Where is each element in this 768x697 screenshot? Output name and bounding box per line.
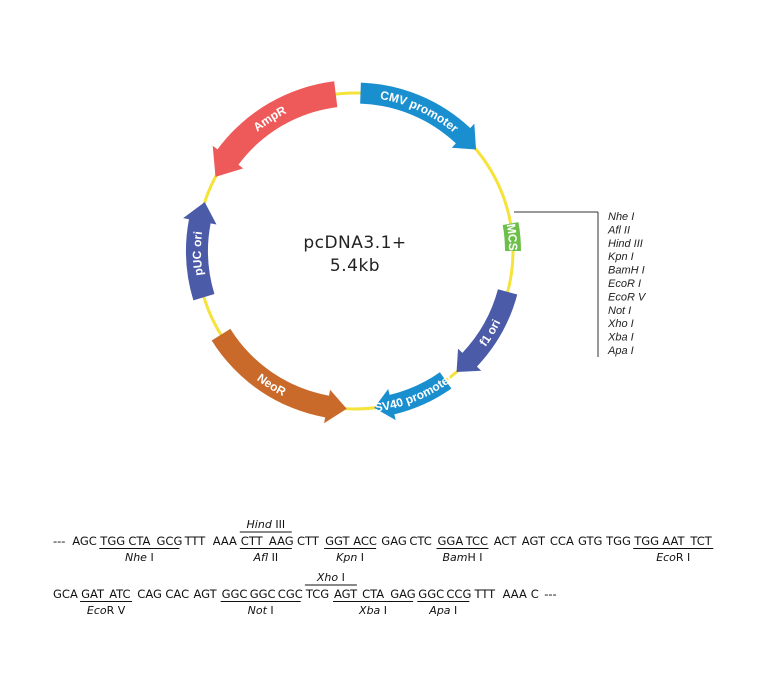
codon: ATC	[109, 587, 130, 601]
codon: GAG	[381, 534, 407, 548]
codon: GCA	[53, 587, 78, 601]
codon: CCG	[446, 587, 471, 601]
codon: CCA	[550, 534, 574, 548]
site-label-ecor-v: EcoR V	[87, 604, 126, 617]
codon: GGC	[222, 587, 248, 601]
feature-f1-arrow	[456, 289, 518, 373]
site-label-ecor-i: EcoR I	[656, 551, 690, 564]
codon: ACC	[353, 534, 377, 548]
feature-mcs-arrow	[502, 222, 522, 251]
codon: AAT	[662, 534, 685, 548]
codon: GGC	[418, 587, 444, 601]
codon: AGT	[334, 587, 358, 601]
mcs-site-bamh-i: BamH I	[608, 265, 645, 277]
codon: AAA	[213, 534, 237, 548]
feature-ampr-arrow	[212, 81, 338, 177]
feature-puc-arrow	[183, 202, 217, 301]
codon: GAT	[81, 587, 105, 601]
codon: CTC	[409, 534, 431, 548]
mcs-site-xba-i: Xba I	[607, 332, 634, 344]
codon: TTT	[184, 534, 207, 548]
codon: AAG	[269, 534, 294, 548]
site-label-not-i: Not I	[248, 604, 274, 617]
codon: TTT	[474, 587, 497, 601]
site-label-kpn-i: Kpn I	[336, 551, 364, 564]
site-label-xba-i: Xba I	[358, 604, 387, 617]
codon: CTA	[128, 534, 150, 548]
codon: ACT	[494, 534, 518, 548]
mcs-site-nhe-i: Nhe I	[608, 211, 634, 223]
codon: GAG	[390, 587, 416, 601]
codon: CTT	[297, 534, 320, 548]
codon: TGG	[99, 534, 125, 548]
mcs-site-kpn-i: Kpn I	[608, 251, 634, 263]
codon: AGC	[72, 534, 97, 548]
mcs-site-ecor-i: EcoR I	[608, 278, 641, 290]
site-label-afl-ii: Afl II	[252, 551, 278, 564]
codon: CGC	[278, 587, 303, 601]
codon: TGG	[633, 534, 659, 548]
codon: TCT	[689, 534, 712, 548]
mcs-site-ecor-v: EcoR V	[608, 291, 647, 303]
feature-cmv-arrow	[360, 82, 477, 150]
mcs-site-apa-i: Apa I	[607, 345, 634, 357]
codon: TCC	[465, 534, 488, 548]
mcs-site-xho-i: Xho I	[607, 318, 634, 330]
codon: CTA	[362, 587, 384, 601]
site-label-nhe-i: Nhe I	[125, 551, 154, 564]
codon: AAA	[503, 587, 527, 601]
mcs-site-not-i: Not I	[608, 305, 631, 317]
codon: GCG	[157, 534, 183, 548]
codon: AGT	[194, 587, 218, 601]
site-label-xho-i: Xho I	[316, 571, 345, 584]
mcs-site-afl-ii: Afl II	[607, 224, 630, 236]
codon: GGA	[438, 534, 464, 548]
codon: AGT	[522, 534, 546, 548]
plasmid-name: pcDNA3.1+	[303, 233, 406, 253]
codon: CTT	[241, 534, 264, 548]
codon: CAC	[165, 587, 189, 601]
site-label-bamh-i: BamH I	[442, 551, 482, 564]
plasmid-size: 5.4kb	[330, 256, 380, 276]
codon: TGG	[605, 534, 631, 548]
codon: ---	[544, 587, 556, 601]
feature-mcs-label: MCS	[504, 223, 520, 251]
feature-sv40-arrow	[374, 372, 452, 421]
feature-neor-arrow	[211, 328, 347, 424]
codon: ---	[53, 534, 65, 548]
site-label-hind-iii: Hind III	[247, 518, 286, 531]
mcs-site-hind-iii: Hind III	[608, 238, 643, 250]
codon: GGC	[250, 587, 276, 601]
codon: CAG	[137, 587, 162, 601]
codon: C	[531, 587, 539, 601]
codon: TCG	[305, 587, 329, 601]
codon: GGT	[325, 534, 350, 548]
feature-puc-label: pUC ori	[190, 231, 206, 277]
site-label-apa-i: Apa I	[428, 604, 457, 617]
codon: GTG	[578, 534, 602, 548]
